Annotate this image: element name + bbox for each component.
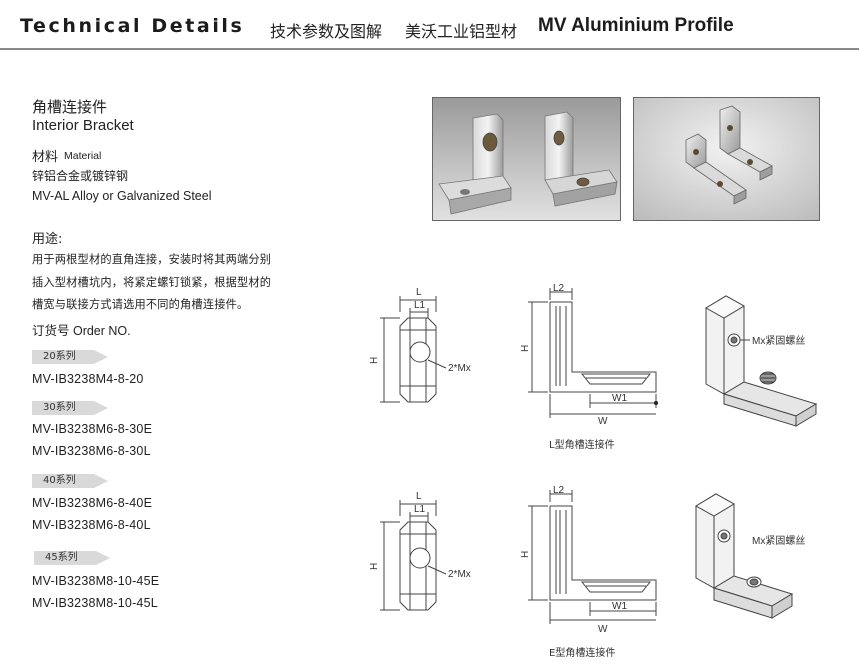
header-subtitle-cn-2: 美沃工业铝型材 <box>405 22 518 41</box>
bracket-isometric-icon <box>695 493 794 619</box>
header-subtitle-cn-1: 技术参数及图解 <box>270 22 383 41</box>
dim-L1: L1 <box>414 504 426 515</box>
caption-e-type: E型角槽连接件 <box>549 648 616 659</box>
usage-label: 用途: <box>32 232 63 247</box>
dim-hole: 2*Mx <box>448 569 471 580</box>
header-brand: MV Aluminium Profile <box>538 15 734 36</box>
series-tag-30: 30系列 <box>32 401 108 415</box>
dim-L: L <box>416 491 422 502</box>
bracket-photo-icon <box>634 98 819 220</box>
dim-L1: L1 <box>414 300 426 311</box>
material-value-en: MV-AL Alloy or Galvanized Steel <box>32 189 212 203</box>
product-name-cn: 角槽连接件 <box>32 98 108 116</box>
model-number: MV-IB3238M6-8-30L <box>32 444 151 458</box>
usage-line: 用于两根型材的直角连接，安装时将其两端分别 <box>32 253 272 266</box>
model-number: MV-IB3238M4-8-20 <box>32 372 144 386</box>
header-title: Technical Details <box>20 15 245 37</box>
dim-L2: L2 <box>553 283 565 294</box>
dim-W1: W1 <box>612 393 627 404</box>
model-number: MV-IB3238M8-10-45E <box>32 574 160 588</box>
model-number: MV-IB3238M8-10-45L <box>32 596 158 610</box>
model-number: MV-IB3238M6-8-30E <box>32 422 153 436</box>
product-name-en: Interior Bracket <box>32 117 134 134</box>
product-photo-2 <box>633 97 820 221</box>
model-number: MV-IB3238M6-8-40L <box>32 518 151 532</box>
material-value-cn: 锌铝合金或镀锌钢 <box>32 169 129 183</box>
usage-line: 槽宽与联接方式请选用不同的角槽连接件。 <box>32 298 249 311</box>
bracket-isometric-icon <box>705 295 818 427</box>
material-label-cn: 材料 <box>32 150 59 165</box>
dim-H: H <box>369 563 380 570</box>
screw-label-l: Mx紧固螺丝 <box>752 335 805 347</box>
dim-L2: L2 <box>553 485 565 496</box>
dim-W1: W1 <box>612 601 627 612</box>
screw-label-e: Mx紧固螺丝 <box>752 535 805 547</box>
technical-drawing-l-type: L L1 H 2*Mx L2 H W1 W <box>369 283 818 427</box>
dim-W: W <box>598 416 608 427</box>
front-view-e <box>380 500 447 611</box>
front-view <box>380 296 447 403</box>
dim-H: H <box>369 357 380 364</box>
model-number: MV-IB3238M6-8-40E <box>32 496 153 510</box>
dim-H-side: H <box>520 551 531 558</box>
bracket-photo-icon <box>433 98 620 220</box>
series-tag-45: 45系列 <box>34 551 110 565</box>
series-tag-20: 20系列 <box>32 350 108 364</box>
page-header: Technical Details 技术参数及图解 美沃工业铝型材 MV Alu… <box>0 0 859 52</box>
dim-H-side: H <box>520 345 531 352</box>
material-label-en: Material <box>64 150 102 162</box>
usage-line: 插入型材槽坑内，将紧定螺钉锁紧，根据型材的 <box>32 276 272 289</box>
dim-hole: 2*Mx <box>448 363 471 374</box>
series-tag-40: 40系列 <box>32 474 108 488</box>
dimension-endpoint-dot <box>654 401 658 405</box>
side-view <box>528 288 657 418</box>
header-divider <box>0 48 859 50</box>
dim-W: W <box>598 624 608 635</box>
dim-L: L <box>416 287 422 298</box>
caption-l-type: L型角槽连接件 <box>549 440 615 451</box>
side-view-e <box>528 490 657 624</box>
technical-drawing-e-type: L L1 H 2*Mx L2 H W1 W Mx紧固螺丝 <box>369 485 805 635</box>
order-number-label: 订货号 Order NO. <box>32 324 131 338</box>
product-photo-1 <box>432 97 621 221</box>
